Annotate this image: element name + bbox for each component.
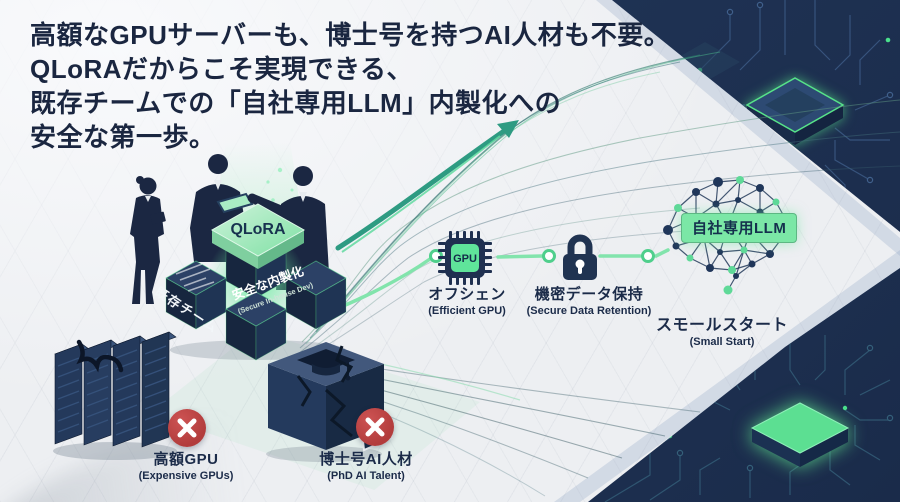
step-label-secure-data: 機密データ保持 (Secure Data Retention) [526,286,652,317]
headline-line-3: 既存チームでの「自社専用LLM」内製化への [30,88,562,118]
x-icon [177,418,197,438]
step-label-small-start: スモールスタート (Small Start) [655,317,789,348]
excluded-label-phd-talent: 博士号AI人材 (PhD AI Talent) [319,451,413,482]
green-chip-icon [750,402,850,467]
padlock-icon [563,234,597,280]
qlora-top-cube: QLoRA [210,203,306,269]
headline-line-2: QLoRAだからこそ実現できる、 [30,54,414,84]
qlora-label: QLoRA [230,221,286,238]
gpu-chip-text: GPU [453,253,477,265]
gpu-chip-icon: GPU [438,231,492,285]
cpu-chip-icon [745,77,845,145]
x-icon [365,417,385,437]
llm-badge: 自社専用LLM [681,213,798,243]
document-lines [175,263,215,292]
step-label-efficient-gpu: オフシェン (Efficient GPU) [428,286,506,317]
growth-arrow [335,120,519,253]
circuit-traces-bottom [588,325,894,502]
headline-line-4: 安全な第一歩。 [30,122,216,152]
x-mark-phd-talent [356,408,394,446]
crack-line [76,339,124,373]
person-silhouette-woman [130,176,166,304]
excluded-label-expensive-gpu: 高額GPU (Expensive GPUs) [138,451,234,482]
rack-slots [57,345,167,436]
headline: 高額なGPUサーバーも、博士号を持つAI人材も不要。 QLoRAだからこそ実現で… [30,18,670,154]
headline-line-1: 高額なGPUサーバーも、博士号を持つAI人材も不要。 [30,20,671,50]
sparkles [266,167,294,202]
cube-cracks [296,345,354,438]
x-mark-expensive-gpu [168,409,206,447]
server-racks [53,331,177,460]
